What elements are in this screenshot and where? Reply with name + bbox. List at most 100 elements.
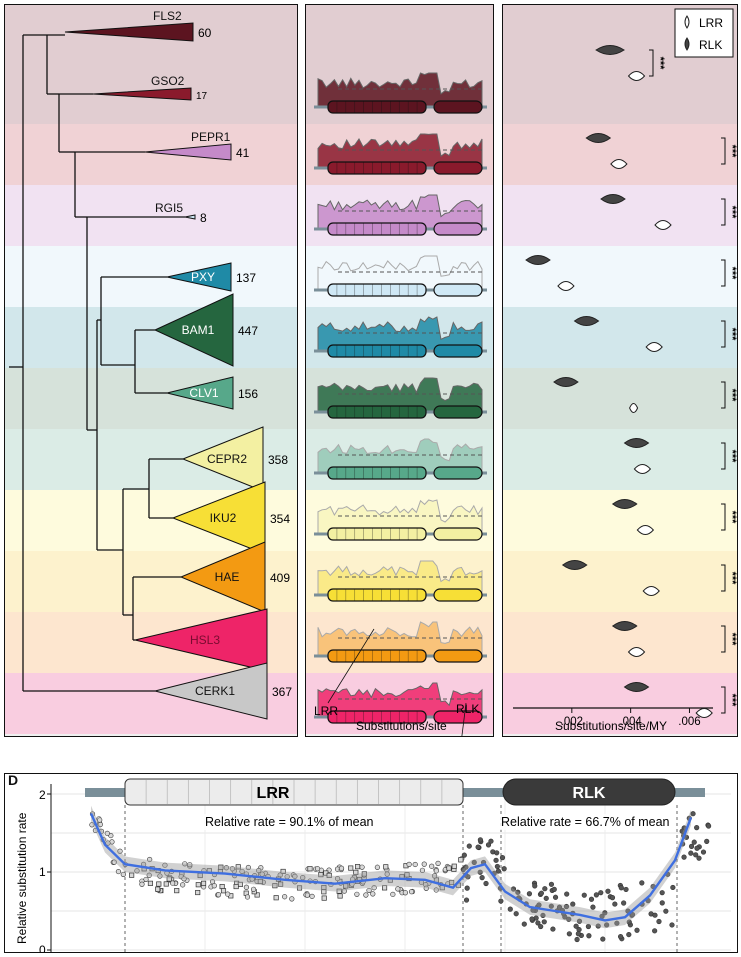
clade-gso2-name: GSO2 <box>151 74 185 88</box>
sig-bracket-gso2 <box>721 137 726 165</box>
site-point <box>449 879 455 886</box>
site-point <box>337 893 343 899</box>
sig-stars-bam1: *** <box>726 389 738 403</box>
rate-band-cerk1 <box>503 734 737 736</box>
profile-bam1-lrr-domain <box>327 405 427 419</box>
site-point <box>235 864 241 870</box>
site-point <box>182 861 188 867</box>
sig-bracket-iku2 <box>721 564 726 592</box>
site-point <box>542 886 548 892</box>
site-point <box>614 920 620 926</box>
site-point <box>382 885 388 891</box>
site-point <box>656 918 662 925</box>
site-point <box>273 895 279 901</box>
profile-clv1-lrr-domain <box>327 466 427 480</box>
site-point <box>404 872 410 878</box>
profile-clv1-rlk-domain <box>433 466 483 480</box>
sig-stars-gso2: *** <box>726 145 738 159</box>
site-point <box>229 866 235 872</box>
site-point <box>359 864 365 870</box>
x-tick-label: .002 <box>561 716 583 728</box>
rate-band-hae <box>503 612 737 673</box>
site-point <box>289 896 295 902</box>
site-point <box>586 933 592 939</box>
site-point <box>355 864 361 870</box>
site-point <box>639 880 645 886</box>
violin-rlk-pxy <box>573 316 600 326</box>
site-point <box>363 892 369 898</box>
clade-iku2-count: 354 <box>270 512 290 526</box>
panel-b-xlabel: Substitutions/site <box>356 719 447 733</box>
profile-hsl3-lrr-domain <box>327 710 427 724</box>
profile-bam1-area <box>317 377 483 413</box>
clade-band-pepr1 <box>5 185 297 246</box>
clade-rgi5-count: 8 <box>200 211 207 225</box>
site-point <box>433 868 439 874</box>
site-point <box>563 903 570 910</box>
site-point <box>366 887 372 894</box>
profile-band-cerk1 <box>306 734 493 736</box>
site-point <box>659 900 665 906</box>
violin-lrr-cepr2 <box>636 525 655 535</box>
clade-cepr2-count: 358 <box>268 453 288 467</box>
clade-pepr1-count: 41 <box>236 146 250 160</box>
sig-bracket-fls2 <box>649 49 654 77</box>
site-point <box>688 843 695 849</box>
site-point <box>629 911 636 918</box>
sig-stars-pxy: *** <box>726 328 738 342</box>
profile-pxy-rlk-domain <box>433 344 483 358</box>
sig-bracket-clv1 <box>721 442 726 470</box>
clade-band-cerk1 <box>5 734 297 736</box>
site-point <box>548 881 555 887</box>
violin-lrr-pepr1 <box>654 220 672 230</box>
site-point <box>326 872 332 878</box>
site-point <box>318 872 324 878</box>
site-point <box>521 921 527 927</box>
site-point <box>195 889 201 896</box>
sig-bracket-cepr2 <box>721 503 726 531</box>
rate-band-clv1 <box>503 429 737 490</box>
site-point <box>488 838 494 844</box>
sig-stars-fls2: *** <box>654 57 666 71</box>
sig-stars-hsl3: *** <box>726 694 738 708</box>
profile-gso2-lrr-domain <box>327 161 427 175</box>
clade-pxy-triangle <box>166 262 232 292</box>
site-point <box>408 889 415 895</box>
violin-lrr-bam1 <box>629 403 639 413</box>
profile-band-hae <box>306 612 493 673</box>
site-point <box>250 886 257 892</box>
profile-hae-lrr-domain <box>327 649 427 663</box>
clade-cepr2-triangle <box>181 426 264 492</box>
site-point <box>532 883 538 889</box>
rlk-domain-box <box>502 778 676 806</box>
panel-d-label: D <box>8 773 19 788</box>
site-point <box>564 891 570 897</box>
site-point <box>595 923 601 929</box>
site-point <box>181 876 187 882</box>
site-point <box>257 878 263 885</box>
violin-lrr-pxy <box>645 342 663 352</box>
site-point <box>412 861 418 868</box>
site-point <box>495 868 501 874</box>
clade-cerk1-triangle <box>154 662 268 720</box>
sig-stars-rgi5: *** <box>726 267 738 281</box>
violin-rlk-rgi5 <box>525 255 551 265</box>
profile-band-iku2 <box>306 551 493 612</box>
site-point <box>245 864 251 871</box>
site-point <box>483 880 489 887</box>
site-point <box>435 860 441 866</box>
site-point <box>423 885 429 891</box>
clade-bam1-triangle <box>153 293 234 367</box>
legend-lrr-label: LRR <box>699 16 723 30</box>
profile-gso2-area <box>317 133 483 169</box>
site-point <box>538 923 544 930</box>
profile-rgi5-area <box>317 255 483 291</box>
clade-hae-name: HAE <box>215 570 240 584</box>
site-point <box>515 889 521 895</box>
site-point <box>201 880 207 886</box>
substitution-profiles: LRR RLK Substitutions/site <box>306 5 493 736</box>
profile-cepr2-lrr-domain <box>327 527 427 541</box>
site-point <box>590 904 596 910</box>
site-point <box>374 864 380 870</box>
